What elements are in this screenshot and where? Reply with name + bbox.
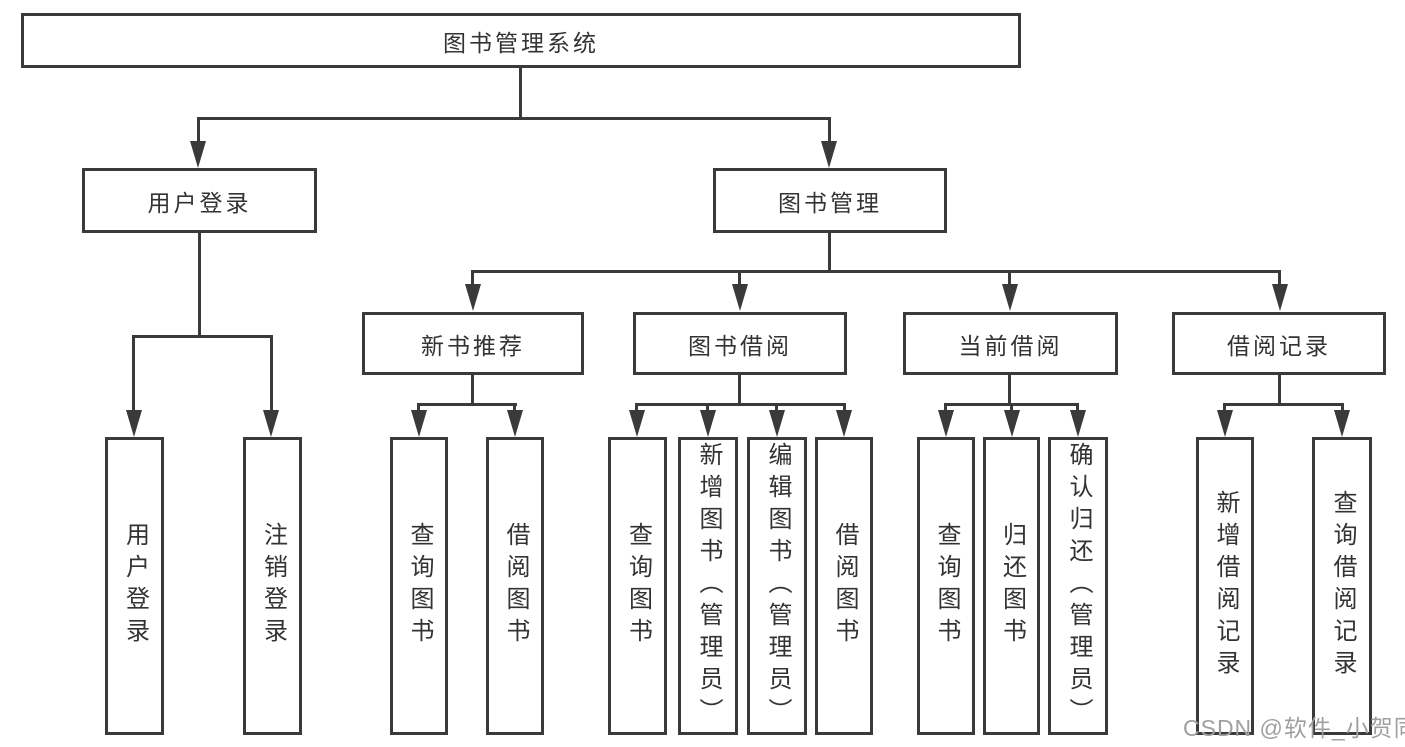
- leaf-label: 归还图书: [998, 522, 1026, 650]
- leaf-confirm-return-admin: 确认归还（管理员）: [1048, 437, 1108, 735]
- connector-root-drop-right: [828, 117, 831, 145]
- node-borrowing-records: 借阅记录: [1172, 312, 1386, 375]
- node-label: 图书管理系统: [443, 29, 599, 56]
- connector-login-stem: [198, 233, 201, 338]
- connector-login-drop-right: [270, 335, 273, 415]
- connector-borrow-stem: [738, 375, 741, 406]
- leaf-label: 新增图书（管理员）: [695, 442, 722, 730]
- node-current-borrowing: 当前借阅: [903, 312, 1118, 375]
- arrowhead-current-leaf-2: [1004, 410, 1020, 437]
- connector-current-drop-1: [944, 403, 947, 415]
- connector-records-stem: [1278, 375, 1281, 406]
- leaf-label: 查询图书: [933, 522, 960, 650]
- leaf-query-books-recommend: 查询图书: [390, 437, 448, 735]
- arrowhead-to-book-management: [821, 141, 837, 168]
- node-user-login: 用户登录: [82, 168, 317, 233]
- connector-root-stem: [519, 68, 522, 120]
- connector-borrow-rail: [635, 403, 846, 406]
- leaf-borrow-books-recommend: 借阅图书: [486, 437, 544, 735]
- connector-mgmt-stem: [828, 233, 831, 273]
- node-label: 图书借阅: [688, 332, 792, 359]
- leaf-label: 新增借阅记录: [1212, 490, 1239, 682]
- node-label: 当前借阅: [958, 332, 1063, 359]
- leaf-label: 借阅图书: [831, 522, 858, 650]
- connector-mgmt-drop-2: [738, 270, 741, 288]
- node-label: 新书推荐: [421, 332, 525, 359]
- leaf-add-borrow-record: 新增借阅记录: [1196, 437, 1254, 735]
- leaf-borrow-books-borrowing: 借阅图书: [815, 437, 873, 735]
- leaf-query-books-current: 查询图书: [917, 437, 975, 735]
- leaf-label: 用户登录: [121, 522, 149, 650]
- node-new-book-recommendation: 新书推荐: [362, 312, 584, 375]
- watermark-text: CSDN @软件_小贺同学: [1183, 715, 1405, 741]
- leaf-label: 编辑图书（管理员）: [764, 442, 791, 730]
- leaf-label: 借阅图书: [502, 522, 529, 650]
- arrowhead-borrow-leaf-3: [769, 410, 785, 437]
- connector-newbook-drop-1: [417, 403, 420, 415]
- connector-mgmt-rail: [471, 270, 1281, 273]
- connector-current-drop-3: [1076, 403, 1079, 415]
- leaf-return-books: 归还图书: [983, 437, 1040, 735]
- leaf-label: 确认归还（管理员）: [1065, 442, 1092, 730]
- connector-newbook-stem: [471, 375, 474, 406]
- arrowhead-to-current-borrowing: [1002, 284, 1018, 311]
- connector-mgmt-drop-1: [471, 270, 474, 288]
- leaf-logout: 注销登录: [243, 437, 302, 735]
- arrowhead-current-leaf-1: [938, 410, 954, 437]
- connector-newbook-drop-2: [513, 403, 516, 415]
- arrowhead-borrow-leaf-1: [629, 410, 645, 437]
- node-label: 图书管理: [778, 189, 882, 216]
- arrowhead-records-leaf-1: [1217, 410, 1233, 437]
- connector-mgmt-drop-4: [1278, 270, 1281, 288]
- connector-borrow-drop-4: [843, 403, 846, 415]
- connector-root-rail: [197, 117, 831, 120]
- connector-borrow-drop-1: [635, 403, 638, 415]
- leaf-label: 注销登录: [259, 522, 287, 650]
- arrowhead-to-leaf-logout: [263, 410, 279, 437]
- node-label: 借阅记录: [1227, 332, 1331, 359]
- leaf-edit-book-admin: 编辑图书（管理员）: [747, 437, 807, 735]
- connector-root-drop-left: [197, 117, 200, 145]
- node-label: 用户登录: [147, 189, 252, 216]
- leaf-label: 查询借阅记录: [1329, 490, 1356, 682]
- arrowhead-to-new-book-recommendation: [465, 284, 481, 311]
- arrowhead-to-leaf-user-login: [126, 410, 142, 437]
- node-library-management-system: 图书管理系统: [21, 13, 1021, 68]
- connector-records-drop-2: [1341, 403, 1344, 415]
- connector-current-drop-2: [1010, 403, 1013, 415]
- arrowhead-borrow-leaf-2: [700, 410, 716, 437]
- arrowhead-newbook-leaf-1: [411, 410, 427, 437]
- arrowhead-to-user-login: [190, 141, 206, 168]
- leaf-add-book-admin: 新增图书（管理员）: [678, 437, 738, 735]
- node-book-management: 图书管理: [713, 168, 947, 233]
- arrowhead-to-borrowing-records: [1272, 284, 1288, 311]
- arrowhead-to-book-borrowing: [732, 284, 748, 311]
- leaf-query-borrow-record: 查询借阅记录: [1312, 437, 1372, 735]
- connector-mgmt-drop-3: [1008, 270, 1011, 288]
- connector-borrow-drop-2: [706, 403, 709, 415]
- arrowhead-newbook-leaf-2: [507, 410, 523, 437]
- leaf-user-login: 用户登录: [105, 437, 164, 735]
- leaf-label: 查询图书: [406, 522, 433, 650]
- connector-newbook-rail: [417, 403, 517, 406]
- connector-login-rail: [132, 335, 273, 338]
- arrowhead-current-leaf-3: [1070, 410, 1086, 437]
- arrowhead-borrow-leaf-4: [836, 410, 852, 437]
- leaf-label: 查询图书: [624, 522, 652, 650]
- node-book-borrowing: 图书借阅: [633, 312, 847, 375]
- connector-borrow-drop-3: [775, 403, 778, 415]
- connector-records-drop-1: [1223, 403, 1226, 415]
- connector-records-rail: [1223, 403, 1344, 406]
- connector-current-stem: [1008, 375, 1011, 406]
- connector-login-drop-left: [132, 335, 135, 415]
- leaf-query-books-borrowing: 查询图书: [608, 437, 667, 735]
- arrowhead-records-leaf-2: [1334, 410, 1350, 437]
